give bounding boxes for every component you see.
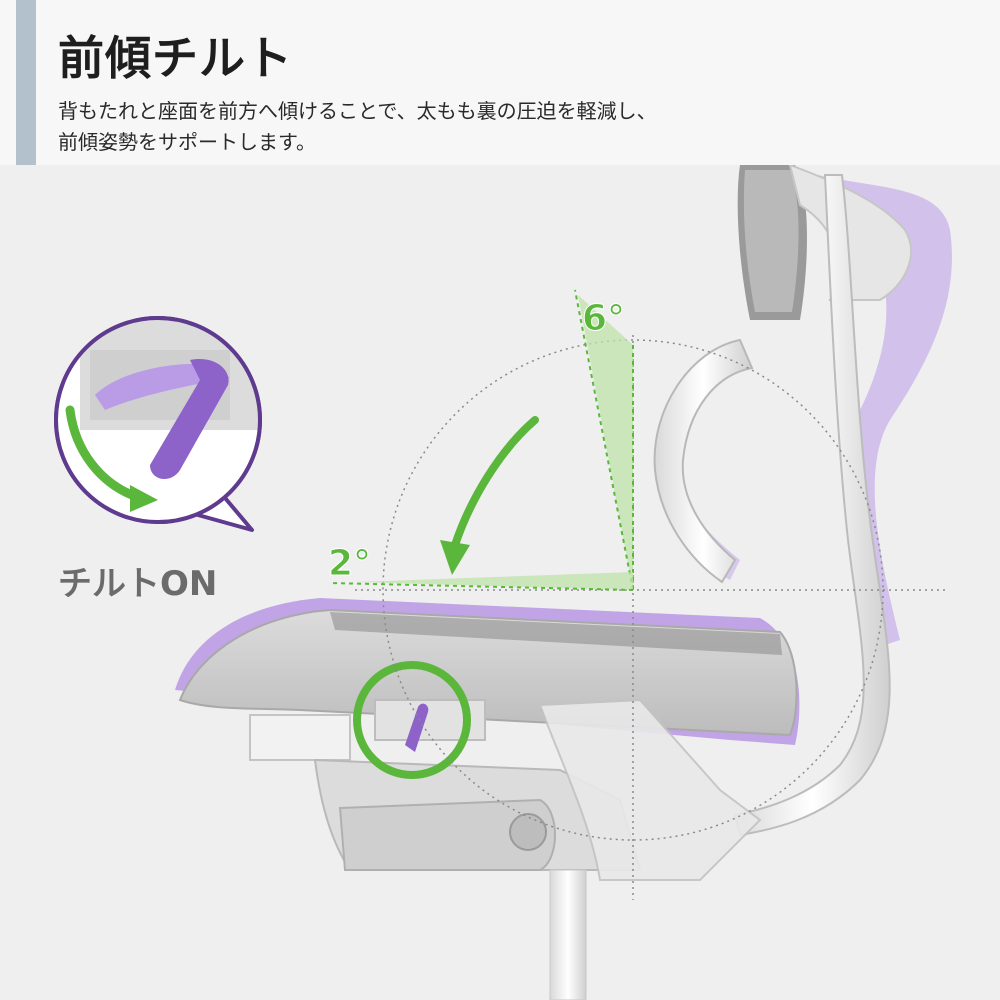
angle-guides (355, 335, 945, 900)
angle-label-seat: 2° (328, 543, 371, 584)
chair-tilt-illustration: 6° 2° チルトON (54, 165, 952, 1000)
page-title: 前傾チルト (58, 31, 293, 85)
armrest (653, 338, 754, 584)
tilt-lever[interactable] (405, 703, 429, 752)
description-line-2: 前傾姿勢をサポートします。 (58, 130, 316, 154)
header-panel: 前傾チルト 背もたれと座面を前方へ傾けることで、太もも裏の圧迫を軽減し、 前傾姿… (0, 0, 1000, 165)
tilt-arrow (440, 416, 539, 575)
angle-wedge-back (574, 289, 634, 591)
angle-wedge-seat (329, 572, 634, 591)
description: 背もたれと座面を前方へ傾けることで、太もも裏の圧迫を軽減し、 前傾姿勢をサポート… (58, 96, 958, 158)
description-line-1: 背もたれと座面を前方へ傾けることで、太もも裏の圧迫を軽減し、 (58, 99, 657, 123)
accent-bar (16, 0, 36, 165)
backrest (737, 165, 912, 320)
tilt-mechanism (249, 698, 762, 1000)
callout-label: チルトON (58, 564, 217, 604)
callout-bubble (54, 316, 262, 532)
lever-highlight-circle (353, 661, 471, 779)
angle-label-back: 6° (582, 298, 625, 339)
